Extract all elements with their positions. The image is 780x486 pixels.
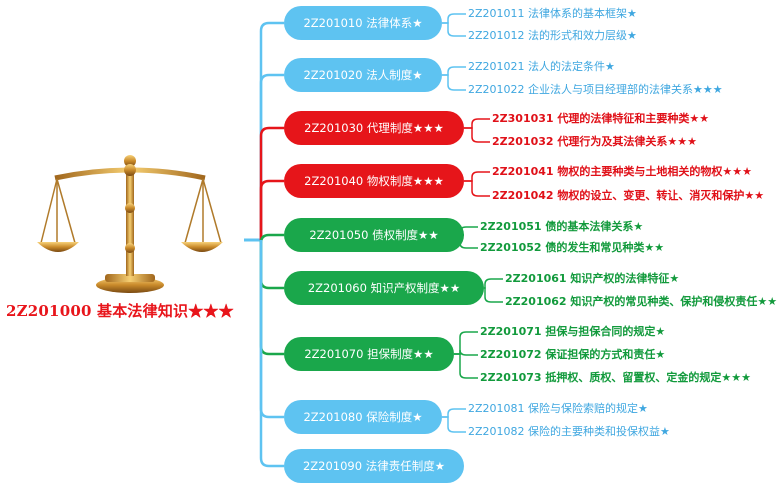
branch-connector bbox=[259, 21, 284, 240]
leaf-node[interactable]: 2Z301031 代理的法律特征和主要种类★★ bbox=[492, 112, 710, 125]
branch-node[interactable]: 2Z201010 法律体系★ bbox=[284, 6, 442, 40]
leaf-node[interactable]: 2Z201082 保险的主要种类和投保权益★ bbox=[468, 425, 670, 438]
leaf-node[interactable]: 2Z201081 保险与保险索赔的规定★ bbox=[468, 402, 648, 415]
leaf-connector bbox=[442, 74, 466, 91]
leaf-node[interactable]: 2Z201042 物权的设立、变更、转让、消灭和保护★★ bbox=[492, 189, 765, 202]
leaf-connector bbox=[464, 171, 490, 182]
leaf-connector bbox=[454, 349, 478, 356]
leaf-node[interactable]: 2Z201022 企业法人与项目经理部的法律关系★★★ bbox=[468, 83, 723, 96]
leaf-node[interactable]: 2Z201011 法律体系的基本框架★ bbox=[468, 7, 637, 20]
leaf-node[interactable]: 2Z201021 法人的法定条件★ bbox=[468, 60, 615, 73]
branch-connector bbox=[259, 240, 284, 468]
branch-node[interactable]: 2Z201030 代理制度★★★ bbox=[284, 111, 464, 145]
scales-of-justice-icon bbox=[37, 155, 223, 293]
leaf-node[interactable]: 2Z201052 债的发生和常见种类★★ bbox=[480, 241, 665, 254]
leaf-node[interactable]: 2Z201072 保证担保的方式和责任★ bbox=[480, 348, 666, 361]
branch-node[interactable]: 2Z201020 法人制度★ bbox=[284, 58, 442, 92]
branch-node[interactable]: 2Z201070 担保制度★★ bbox=[284, 337, 454, 371]
leaf-connector bbox=[454, 331, 478, 355]
branch-node[interactable]: 2Z201090 法律责任制度★ bbox=[284, 449, 464, 483]
leaf-connector bbox=[454, 353, 478, 379]
leaf-connector bbox=[442, 13, 466, 24]
branch-node[interactable]: 2Z201040 物权制度★★★ bbox=[284, 164, 464, 198]
leaf-node[interactable]: 2Z201012 法的形式和效力层级★ bbox=[468, 29, 637, 42]
leaf-connector bbox=[484, 287, 503, 303]
leaf-node[interactable]: 2Z201073 抵押权、质权、留置权、定金的规定★★★ bbox=[480, 371, 751, 384]
branch-node[interactable]: 2Z201050 债权制度★★ bbox=[284, 218, 464, 252]
branch-node[interactable]: 2Z201080 保险制度★ bbox=[284, 400, 442, 434]
leaf-connector bbox=[464, 127, 490, 143]
branch-connector bbox=[259, 240, 284, 356]
branch-connector bbox=[259, 240, 284, 419]
leaf-node[interactable]: 2Z201032 代理行为及其法律关系★★★ bbox=[492, 135, 697, 148]
leaf-connector bbox=[442, 416, 466, 433]
branch-connector bbox=[259, 73, 284, 240]
leaf-node[interactable]: 2Z201041 物权的主要种类与土地相关的物权★★★ bbox=[492, 165, 752, 178]
branch-connector bbox=[259, 240, 284, 290]
branch-connector bbox=[259, 126, 284, 240]
leaf-node[interactable]: 2Z201051 债的基本法律关系★ bbox=[480, 220, 644, 233]
leaf-connector bbox=[442, 22, 466, 37]
leaf-node[interactable]: 2Z201061 知识产权的法律特征★ bbox=[505, 272, 680, 285]
branch-connector bbox=[259, 179, 284, 240]
leaf-connector bbox=[442, 66, 466, 76]
branch-connector bbox=[259, 233, 284, 244]
root-topic-title: 2Z201000 基本法律知识★★★ bbox=[6, 302, 234, 320]
leaf-node[interactable]: 2Z201071 担保与担保合同的规定★ bbox=[480, 325, 666, 338]
branch-node[interactable]: 2Z201060 知识产权制度★★ bbox=[284, 271, 484, 305]
leaf-node[interactable]: 2Z201062 知识产权的常见种类、保护和侵权责任★★ bbox=[505, 295, 778, 308]
leaf-connector bbox=[464, 118, 490, 129]
leaf-connector bbox=[464, 180, 490, 197]
leaf-connector bbox=[442, 408, 466, 418]
leaf-connector bbox=[484, 278, 503, 289]
